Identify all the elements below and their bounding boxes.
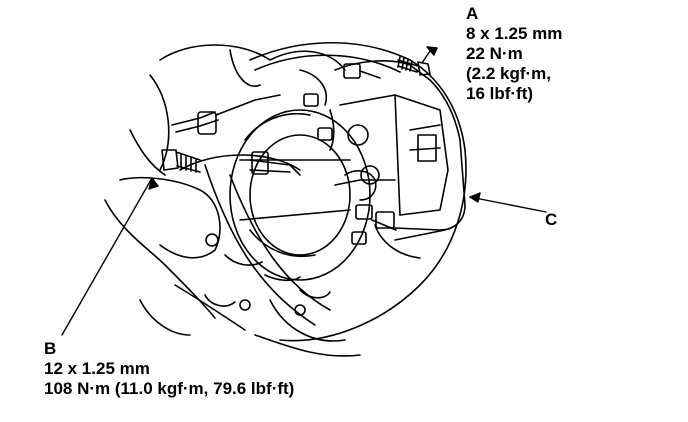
bracket-bolt-icon [161, 149, 201, 173]
leader-lines [61, 46, 547, 336]
callout-b-size: 12 x 1.25 mm [44, 359, 150, 378]
callout-a-torque-nm: 22 N·m [466, 44, 523, 63]
callout-a-torque-kgfm: (2.2 kgf·m, [466, 64, 552, 83]
callout-a: A 8 x 1.25 mm 22 N·m (2.2 kgf·m, 16 lbf·… [466, 4, 562, 104]
callout-a-size: 8 x 1.25 mm [466, 24, 563, 43]
brake-hose [171, 94, 301, 176]
caliper-bolt-icon [397, 56, 431, 76]
knuckle-outline [104, 44, 361, 357]
callout-b-letter: B [44, 339, 57, 358]
callout-c-letter: C [545, 210, 558, 229]
callout-b-torque: 108 N·m (11.0 kgf·m, 79.6 lbf·ft) [44, 379, 295, 398]
callout-b: B 12 x 1.25 mm 108 N·m (11.0 kgf·m, 79.6… [44, 339, 294, 399]
callout-c: C [545, 210, 557, 230]
callout-a-letter: A [466, 4, 479, 23]
caliper-mounting-bolts [303, 63, 397, 245]
brake-rotor [229, 41, 467, 342]
callout-a-torque-lbfft: 16 lbf·ft) [466, 84, 534, 103]
brake-caliper [329, 60, 466, 259]
